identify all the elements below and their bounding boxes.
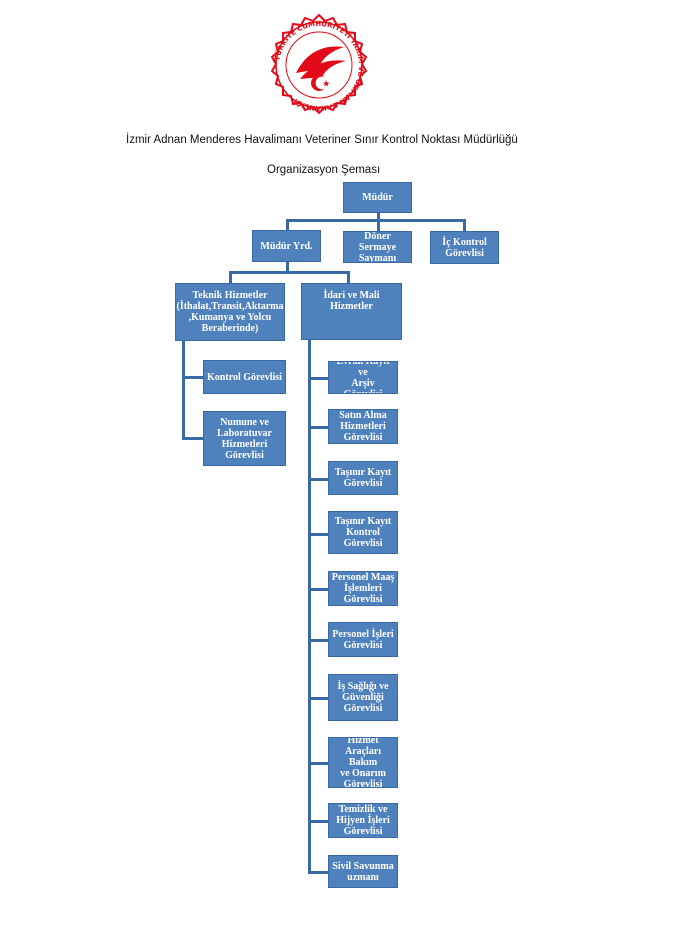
connector — [308, 533, 328, 536]
box-personel-maas: Personel Maaş İşlemleri Görevlisi — [328, 571, 398, 606]
connector — [308, 820, 328, 823]
box-tasinir-kayit: Taşınır Kayıt Görevlisi — [328, 461, 398, 495]
box-teknik-hizmetler: Teknik Hizmetler (İthalat,Transit,Aktarm… — [175, 283, 285, 341]
box-temizlik-hijyen: Temizlik ve Hijyen İşleri Görevlisi — [328, 803, 398, 838]
box-satin-alma: Satın Alma Hizmetleri Görevlisi — [328, 409, 398, 444]
connector — [182, 341, 185, 440]
connector — [229, 271, 350, 274]
connector — [308, 478, 328, 481]
connector — [347, 271, 350, 284]
box-mudur: Müdür — [343, 182, 412, 213]
connector — [377, 213, 380, 221]
connector — [286, 219, 289, 231]
connector — [286, 219, 466, 222]
box-tasinir-kayit-kontrol: Taşınır Kayıt Kontrol Görevlisi — [328, 511, 398, 554]
connector — [308, 377, 328, 380]
page-title: İzmir Adnan Menderes Havalimanı Veterine… — [126, 134, 518, 146]
ministry-logo-icon: TÜRKİYE CUMHURİYETİ TARIM VE ORMAN BAKAN… — [270, 13, 368, 115]
box-hizmet-araclari: Hizmet Araçları Bakım ve Onarım Görevlis… — [328, 737, 398, 788]
connector — [308, 340, 311, 874]
chart-subtitle: Organizasyon Şeması — [267, 164, 381, 176]
box-sivil-savunma: Sivil Savunma uzmanı — [328, 855, 398, 888]
box-numune-laboratuvar: Numune ve Laboratuvar Hizmetleri Görevli… — [203, 411, 286, 466]
connector — [308, 871, 328, 874]
connector — [308, 762, 328, 765]
connector — [308, 588, 328, 591]
connector — [229, 271, 232, 284]
box-ic-kontrol: İç Kontrol Görevlisi — [430, 231, 499, 264]
box-idari-mali: İdari ve Mali Hizmetler — [301, 283, 402, 340]
connector — [286, 261, 289, 273]
box-kontrol-gorevlisi: Kontrol Görevlisi — [203, 360, 286, 394]
connector — [463, 219, 466, 231]
connector — [308, 639, 328, 642]
connector — [308, 697, 328, 700]
connector — [182, 437, 203, 440]
box-is-sagligi: İş Sağlığı ve Güvenliği Görevlisi — [328, 674, 398, 721]
box-doner-sermaye: Döner Sermaye Saymanı — [343, 231, 412, 263]
connector — [182, 376, 203, 379]
box-mudur-yrd: Müdür Yrd. — [252, 230, 321, 262]
box-personel-isleri: Personel İşleri Görevlisi — [328, 622, 398, 657]
connector — [308, 426, 328, 429]
connector — [377, 219, 380, 231]
box-evrak-kayit: Evrak Kayıt ve Arşiv Görevlisi — [328, 361, 398, 394]
